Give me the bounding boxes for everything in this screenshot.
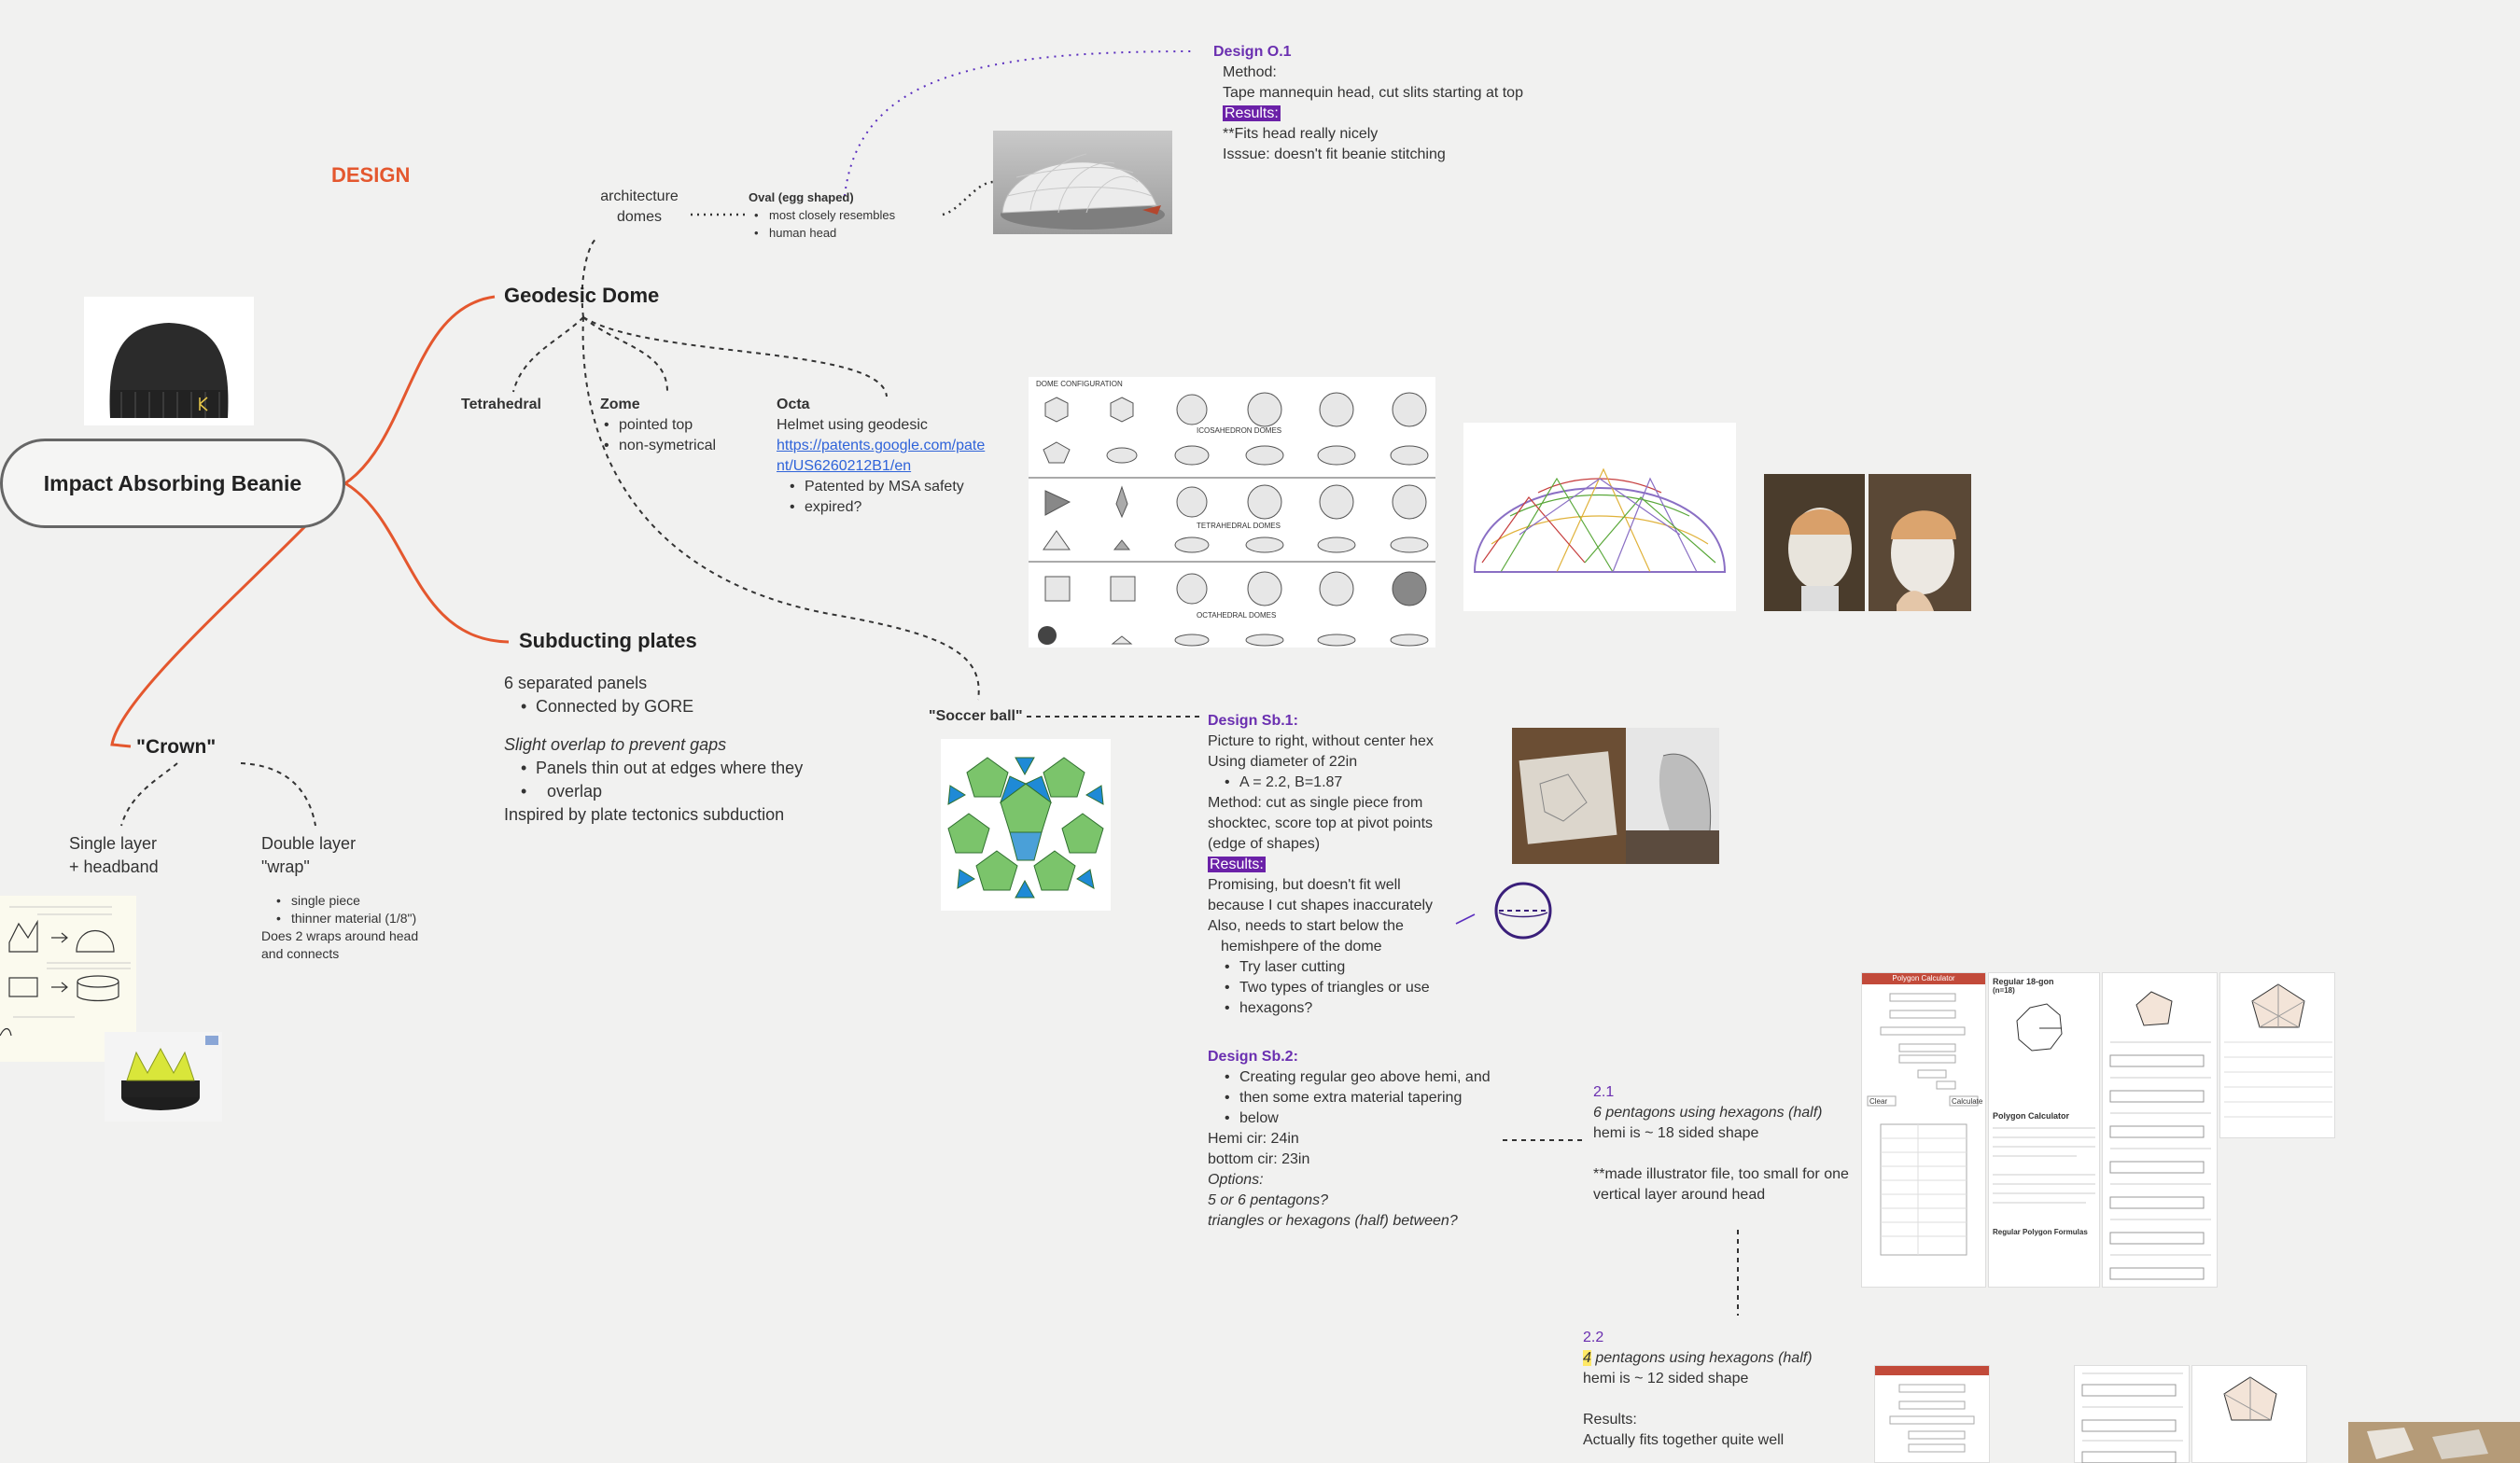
design-label: DESIGN <box>331 163 411 187</box>
node-tetrahedral: Tetrahedral <box>461 397 541 412</box>
18-gon-heading: Regular 18-gon <box>1993 977 2054 986</box>
branch-subducting <box>344 481 510 644</box>
calc-calculate-button: Calculate <box>1952 1097 1983 1106</box>
polygon-calculator-screenshot: Polygon Calculator Clear Calculate <box>1861 972 1986 1288</box>
node-zome: Zome pointed top non-symetrical <box>600 395 716 456</box>
patent-link-cont[interactable]: nt/US6260212B1/en <box>777 458 912 474</box>
geodesic-dome-render <box>1463 423 1736 611</box>
dome-config-title: DOME CONFIGURATION <box>1036 380 1123 388</box>
tetrahedral-domes-label: TETRAHEDRAL DOMES <box>1197 522 1281 530</box>
cut-pieces-photo <box>2348 1422 2520 1463</box>
dome-configuration-image: DOME CONFIGURATION ICOSAHEDRON DOMES TET… <box>1029 377 1435 648</box>
calc-clear-button: Clear <box>1869 1097 1887 1106</box>
18-gon-subheading: (n=18) <box>1993 986 2015 995</box>
node-crown[interactable]: "Crown" <box>136 736 217 758</box>
calculator-title: Polygon Calculator <box>1862 973 1985 984</box>
architecture-domes-label: architecture domes <box>600 188 679 225</box>
crown-double-details: single piece thinner material (1/8") Doe… <box>261 892 418 963</box>
regular-18-gon-screenshot: Regular 18-gon (n=18) Polygon Calculator… <box>1988 972 2100 1288</box>
sb1-photo-cutout <box>1512 728 1626 864</box>
node-soccer-ball[interactable]: "Soccer ball" <box>929 708 1023 724</box>
mannequin-photo-2 <box>1869 474 1971 611</box>
crown-prototype-photo <box>105 1032 222 1122</box>
patent-link[interactable]: https://patents.google.com/pate <box>777 438 986 453</box>
sb1-photo-dome <box>1626 728 1719 864</box>
node-subducting-plates[interactable]: Subducting plates <box>519 629 697 652</box>
root-node[interactable]: Impact Absorbing Beanie <box>0 439 345 528</box>
pentagon-results-screenshot-2 <box>2191 1365 2307 1463</box>
branch-geodesic <box>344 295 496 485</box>
design-sb2-note: Design Sb.2: Creating regular geo above … <box>1208 1047 1491 1232</box>
oval-dome-render <box>993 131 1172 234</box>
icosahedron-domes-label: ICOSAHEDRON DOMES <box>1197 426 1281 435</box>
node-geodesic-dome[interactable]: Geodesic Dome <box>504 284 660 307</box>
polygon-calculator-screenshot-2 <box>1874 1365 1990 1463</box>
node-octa: Octa Helmet using geodesic https://paten… <box>777 395 985 518</box>
calc-section-heading: Polygon Calculator <box>1993 1111 2070 1121</box>
pentagon-dimensions-screenshot-2 <box>2074 1365 2190 1463</box>
beanie-photo <box>84 297 254 425</box>
section-2-1-note: 2.1 6 pentagons using hexagons (half) he… <box>1593 1084 1849 1203</box>
soccer-ball-pattern <box>941 739 1111 911</box>
section-2-2-note: 2.2 4 pentagons using hexagons (half) he… <box>1583 1330 1813 1448</box>
crown-single-layer: Single layer + headband <box>69 834 159 876</box>
oval-node: Oval (egg shaped) most closely resembles… <box>749 188 895 242</box>
design-sb1-note: Design Sb.1: Picture to right, without c… <box>1208 711 1434 1019</box>
mannequin-photo-1 <box>1764 474 1865 611</box>
pentagon-results-screenshot <box>2219 972 2335 1138</box>
hemisphere-sketch <box>1491 881 1555 940</box>
calc-formulas-heading: Regular Polygon Formulas <box>1993 1228 2088 1236</box>
octahedral-domes-label: OCTAHEDRAL DOMES <box>1197 611 1276 620</box>
pentagon-dimensions-screenshot <box>2102 972 2218 1288</box>
subducting-notes: 6 separated panels Connected by GORE Sli… <box>504 672 803 827</box>
crown-double-layer: Double layer "wrap" <box>261 834 357 876</box>
design-o1-note: Design O.1 Method: Tape mannequin head, … <box>1213 44 1523 162</box>
